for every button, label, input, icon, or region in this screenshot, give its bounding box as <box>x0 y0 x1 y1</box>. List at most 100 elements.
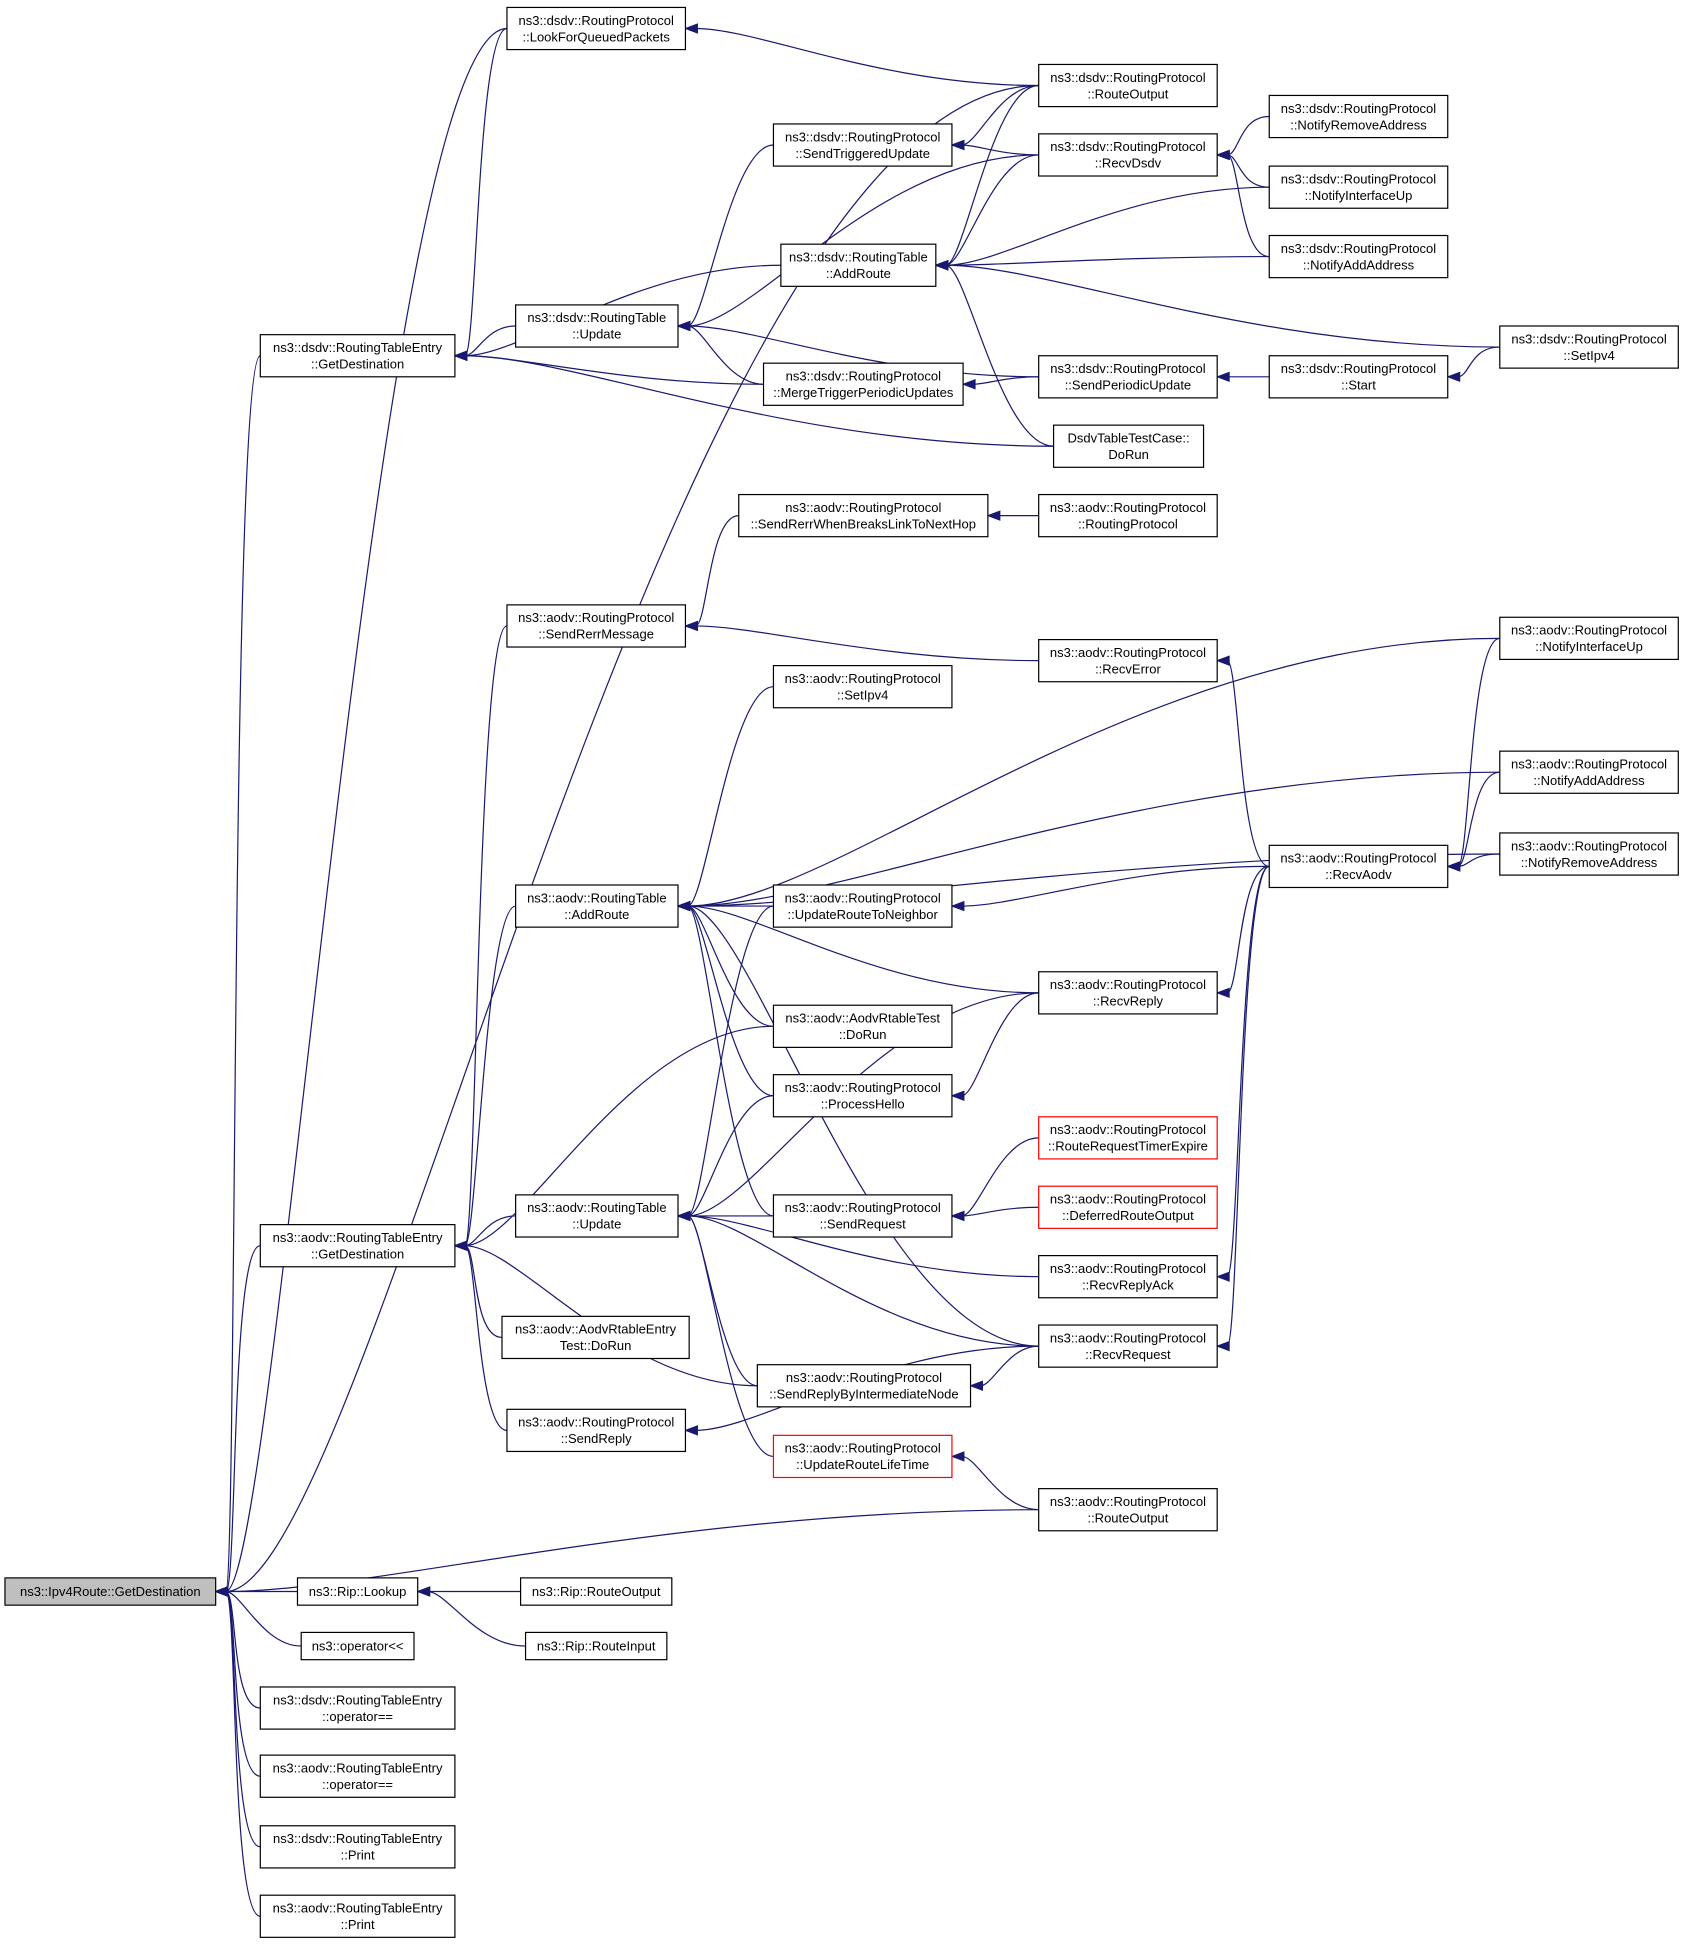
edge-dsdvRecvDsdv-to-dsdvUpdate <box>676 154 1039 332</box>
edge-line <box>687 905 774 1027</box>
edge-aodvRecvError-to-aodvSendRerrMsg <box>684 620 1039 662</box>
edge-line <box>1227 154 1270 188</box>
node-box <box>4 1577 217 1606</box>
node-label-line: ::SetIpv4 <box>1563 348 1614 363</box>
node-label-line: ::Start <box>1341 378 1376 393</box>
node-aodvRouteReqTimer[interactable]: ns3::aodv::RoutingProtocol::RouteRequest… <box>1038 1116 1218 1160</box>
node-aodvOpEq[interactable]: ns3::aodv::RoutingTableEntry::operator== <box>259 1754 456 1798</box>
node-dsdvSendTriggered[interactable]: ns3::dsdv::RoutingProtocol::SendTriggere… <box>772 123 953 167</box>
node-label-line: ::Print <box>341 1848 375 1863</box>
node-dsdvStart[interactable]: ns3::dsdv::RoutingProtocol::Start <box>1268 355 1449 399</box>
node-label-line: ns3::aodv::AodvRtableTest <box>785 1011 940 1026</box>
node-dsdvEntryGetDest[interactable]: ns3::dsdv::RoutingTableEntry::GetDestina… <box>259 334 456 378</box>
node-aodvRecvReply[interactable]: ns3::aodv::RoutingProtocol::RecvReply <box>1038 971 1218 1015</box>
node-dsdvNotifyAdd[interactable]: ns3::dsdv::RoutingProtocol::NotifyAddAdd… <box>1268 234 1449 279</box>
node-dsdvNotifyRemove[interactable]: ns3::dsdv::RoutingProtocol::NotifyRemove… <box>1268 94 1449 139</box>
node-aodvRecvRequest[interactable]: ns3::aodv::RoutingProtocol::RecvRequest <box>1038 1324 1218 1368</box>
arrowhead <box>950 1210 965 1222</box>
node-dsdvTableTest[interactable]: DsdvTableTestCase::DoRun <box>1052 424 1205 468</box>
node-label-line: ns3::dsdv::RoutingTable <box>789 250 928 265</box>
node-aodvSendReplyByInter[interactable]: ns3::aodv::RoutingProtocol::SendReplyByI… <box>756 1364 972 1408</box>
edge-dsdvPrint-to-root <box>214 1586 261 1848</box>
node-opStream[interactable]: ns3::operator<< <box>300 1631 415 1661</box>
edge-dsdvStart-to-dsdvSendPeriodic <box>1215 371 1270 383</box>
node-aodvAddRoute[interactable]: ns3::aodv::RoutingTable::AddRoute <box>515 884 679 928</box>
node-aodvUpdateRouteToNeighbor[interactable]: ns3::aodv::RoutingProtocol::UpdateRouteT… <box>772 884 953 928</box>
node-dsdvRouteOutput[interactable]: ns3::dsdv::RoutingProtocol::RouteOutput <box>1038 63 1218 108</box>
node-dsdvNotifyIfUp[interactable]: ns3::dsdv::RoutingProtocol::NotifyInterf… <box>1268 165 1449 209</box>
arrowhead <box>950 900 965 912</box>
node-aodvRoutingProtocolCtor[interactable]: ns3::aodv::RoutingProtocol::RoutingProto… <box>1038 493 1218 538</box>
node-box <box>259 1686 456 1730</box>
node-box <box>524 1631 668 1661</box>
node-ripRouteOutput[interactable]: ns3::Rip::RouteOutput <box>519 1577 673 1606</box>
node-aodvUpdateRouteLife[interactable]: ns3::aodv::RoutingProtocol::UpdateRouteL… <box>772 1434 953 1479</box>
node-dsdvSetIpv4[interactable]: ns3::dsdv::RoutingProtocol::SetIpv4 <box>1499 325 1679 369</box>
node-aodvNotifyRemove[interactable]: ns3::aodv::RoutingProtocol::NotifyRemove… <box>1499 832 1679 876</box>
node-dsdvUpdate[interactable]: ns3::dsdv::RoutingTable::Update <box>515 304 679 348</box>
node-dsdvSendPeriodic[interactable]: ns3::dsdv::RoutingProtocol::SendPeriodic… <box>1038 355 1218 399</box>
node-label-line: ns3::aodv::RoutingProtocol <box>1511 838 1667 853</box>
node-aodvNotifyAdd[interactable]: ns3::aodv::RoutingProtocol::NotifyAddAdd… <box>1499 750 1679 794</box>
edge-dsdvLookForQueued-to-dsdvEntryGetDest <box>453 27 508 361</box>
edge-line <box>695 515 739 627</box>
node-label-line: ::NotifyAddAddress <box>1303 257 1415 272</box>
arrowhead <box>961 379 976 390</box>
node-label-line: ns3::aodv::RoutingTable <box>527 890 666 905</box>
node-label-line: ns3::dsdv::RoutingProtocol <box>1281 241 1436 256</box>
node-box <box>1268 165 1449 209</box>
node-aodvSendRerrBreaks[interactable]: ns3::aodv::RoutingProtocol::SendRerrWhen… <box>738 493 989 538</box>
node-dsdvRecvDsdv[interactable]: ns3::dsdv::RoutingProtocol::RecvDsdv <box>1038 133 1218 177</box>
node-aodvDeferred[interactable]: ns3::aodv::RoutingProtocol::DeferredRout… <box>1038 1185 1218 1229</box>
node-ripRouteInput[interactable]: ns3::Rip::RouteInput <box>524 1631 668 1661</box>
arrowhead <box>684 1425 698 1436</box>
node-box <box>1499 325 1679 369</box>
node-aodvSetIpv4[interactable]: ns3::aodv::RoutingProtocol::SetIpv4 <box>772 665 953 709</box>
node-label-line: ns3::aodv::RoutingProtocol <box>1050 1330 1206 1345</box>
edge-line <box>1457 346 1500 378</box>
node-aodvNotifyIfUp[interactable]: ns3::aodv::RoutingProtocol::NotifyInterf… <box>1499 616 1679 661</box>
node-label-line: ::SendRequest <box>820 1217 906 1232</box>
arrowhead <box>453 1240 468 1251</box>
edge-line <box>464 625 508 1247</box>
node-box <box>772 665 953 709</box>
node-box <box>1268 94 1449 139</box>
node-label-line: ns3::dsdv::RoutingProtocol <box>1050 361 1205 376</box>
edge-line <box>687 325 764 385</box>
node-aodvSendRerrMsg[interactable]: ns3::aodv::RoutingProtocol::SendRerrMess… <box>506 604 687 648</box>
edge-dsdvOpEq-to-root <box>214 1586 261 1709</box>
node-dsdvLookForQueued[interactable]: ns3::dsdv::RoutingProtocol::LookForQueue… <box>506 6 687 51</box>
node-aodvRecvAodv[interactable]: ns3::aodv::RoutingProtocol::RecvAodv <box>1268 844 1449 889</box>
node-box <box>259 334 456 378</box>
node-aodvSendRequest[interactable]: ns3::aodv::RoutingProtocol::SendRequest <box>772 1194 953 1238</box>
node-dsdvAddRoute[interactable]: ns3::dsdv::RoutingTable::AddRoute <box>780 243 937 287</box>
arrowhead <box>453 350 468 361</box>
node-box <box>762 362 964 406</box>
node-root[interactable]: ns3::Ipv4Route::GetDestination <box>4 1577 217 1606</box>
node-ripLookup[interactable]: ns3::Rip::Lookup <box>296 1577 419 1606</box>
node-box <box>259 1894 456 1938</box>
edge-aodvProcessHello-to-aodvAddRoute <box>676 900 774 1097</box>
node-label-line: ns3::dsdv::RoutingProtocol <box>1281 171 1436 186</box>
node-aodvProcessHello[interactable]: ns3::aodv::RoutingProtocol::ProcessHello <box>772 1074 953 1118</box>
node-aodvPrint[interactable]: ns3::aodv::RoutingTableEntry::Print <box>259 1894 456 1938</box>
node-label-line: ns3::Ipv4Route::GetDestination <box>20 1584 201 1599</box>
node-dsdvMerge[interactable]: ns3::dsdv::RoutingProtocol::MergeTrigger… <box>762 362 964 406</box>
node-box <box>1038 133 1218 177</box>
edge-line <box>687 905 774 1217</box>
node-label-line: ::LookForQueuedPackets <box>522 29 670 44</box>
node-aodvEntryGetDest[interactable]: ns3::aodv::RoutingTableEntry::GetDestina… <box>259 1224 456 1268</box>
node-aodvRecvReplyAck[interactable]: ns3::aodv::RoutingProtocol::RecvReplyAck <box>1038 1255 1218 1299</box>
node-label-line: DsdvTableTestCase:: <box>1068 430 1190 445</box>
node-dsdvOpEq[interactable]: ns3::dsdv::RoutingTableEntry::operator== <box>259 1686 456 1730</box>
edge-dsdvTableTest-to-dsdvEntryGetDest <box>453 350 1054 447</box>
node-dsdvPrint[interactable]: ns3::dsdv::RoutingTableEntry::Print <box>259 1825 456 1869</box>
node-label-line: ns3::dsdv::RoutingProtocol <box>785 129 940 144</box>
node-aodvRtableTest[interactable]: ns3::aodv::AodvRtableTest::DoRun <box>772 1004 953 1048</box>
node-aodvRouteOutput[interactable]: ns3::aodv::RoutingProtocol::RouteOutput <box>1038 1488 1218 1532</box>
node-aodvUpdate[interactable]: ns3::aodv::RoutingTable::Update <box>515 1194 679 1238</box>
node-aodvRecvError[interactable]: ns3::aodv::RoutingProtocol::RecvError <box>1038 638 1218 683</box>
node-label-line: ::RecvReplyAck <box>1082 1277 1174 1292</box>
node-aodvSendReply[interactable]: ns3::aodv::RoutingProtocol::SendReply <box>506 1408 687 1453</box>
